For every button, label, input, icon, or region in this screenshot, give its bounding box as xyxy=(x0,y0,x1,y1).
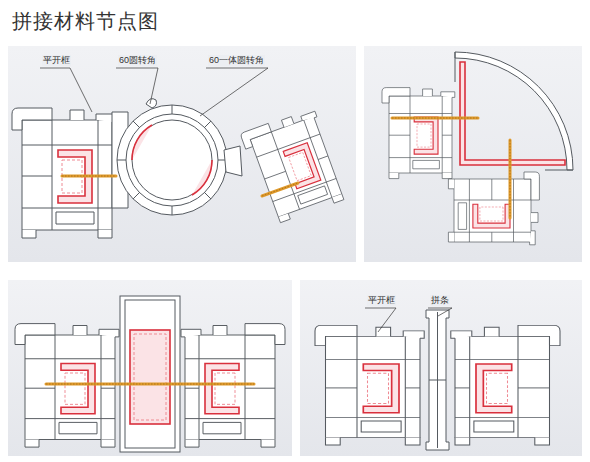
screw xyxy=(509,140,512,218)
profile-stroke xyxy=(192,160,212,195)
profile-stroke xyxy=(426,310,449,450)
profile-stroke xyxy=(120,296,180,452)
profile-stroke xyxy=(133,121,140,128)
leader-line xyxy=(200,68,268,116)
profile-stroke xyxy=(172,206,173,215)
leader-line xyxy=(116,68,158,104)
screw xyxy=(62,175,116,178)
profile-stroke xyxy=(429,380,446,381)
profile-stroke xyxy=(125,300,175,448)
screw xyxy=(262,183,298,196)
frame-profile xyxy=(12,108,116,238)
profile-stroke xyxy=(146,99,157,108)
part-label: 拼条 xyxy=(430,295,450,306)
profile-stroke xyxy=(204,121,211,128)
profile-stroke xyxy=(130,330,170,424)
part-label: 平开框 xyxy=(367,295,396,306)
screw-thread xyxy=(62,176,116,177)
panel-background xyxy=(8,280,292,456)
leader-line xyxy=(365,308,396,332)
profile-stroke xyxy=(172,105,173,114)
frame-profile xyxy=(315,325,424,445)
profile-stroke xyxy=(132,120,212,200)
screw-thread xyxy=(392,118,478,119)
profile-stroke xyxy=(133,192,140,199)
profile-stroke xyxy=(126,114,218,206)
frame-profile xyxy=(382,88,455,179)
profile-stroke xyxy=(224,146,242,176)
profile-stroke xyxy=(204,192,211,199)
part-label: 60圆转角 xyxy=(118,55,157,66)
mullion-tube xyxy=(120,296,180,452)
frame-profile xyxy=(240,107,347,225)
profile-stroke xyxy=(117,105,227,215)
profile-stroke xyxy=(134,334,166,420)
corner-cover xyxy=(455,52,573,170)
part-label: 平开框 xyxy=(42,55,71,66)
profile-stroke xyxy=(455,52,573,170)
screw xyxy=(46,383,254,386)
panel-background xyxy=(364,46,582,262)
frame-profile xyxy=(448,172,539,245)
screw-thread xyxy=(510,140,511,218)
steel-angle xyxy=(460,62,565,165)
profile-stroke xyxy=(112,112,128,208)
screw-thread xyxy=(46,384,254,385)
leader-line xyxy=(40,68,92,112)
panel-background xyxy=(300,280,582,456)
profile-stroke xyxy=(545,170,573,171)
profile-stroke xyxy=(117,160,126,161)
frame-profile xyxy=(451,325,560,445)
diagram-title: 拼接材料节点图 xyxy=(12,8,159,35)
leader-line xyxy=(428,308,452,316)
profile-stroke xyxy=(132,125,152,160)
round-corner-profile xyxy=(112,99,242,215)
splice-bar xyxy=(426,310,449,450)
part-label: 60一体圆转角 xyxy=(208,55,265,66)
profile-stroke xyxy=(455,52,456,82)
panel-background xyxy=(8,46,356,262)
screw-thread xyxy=(262,183,298,196)
screw xyxy=(392,117,478,120)
